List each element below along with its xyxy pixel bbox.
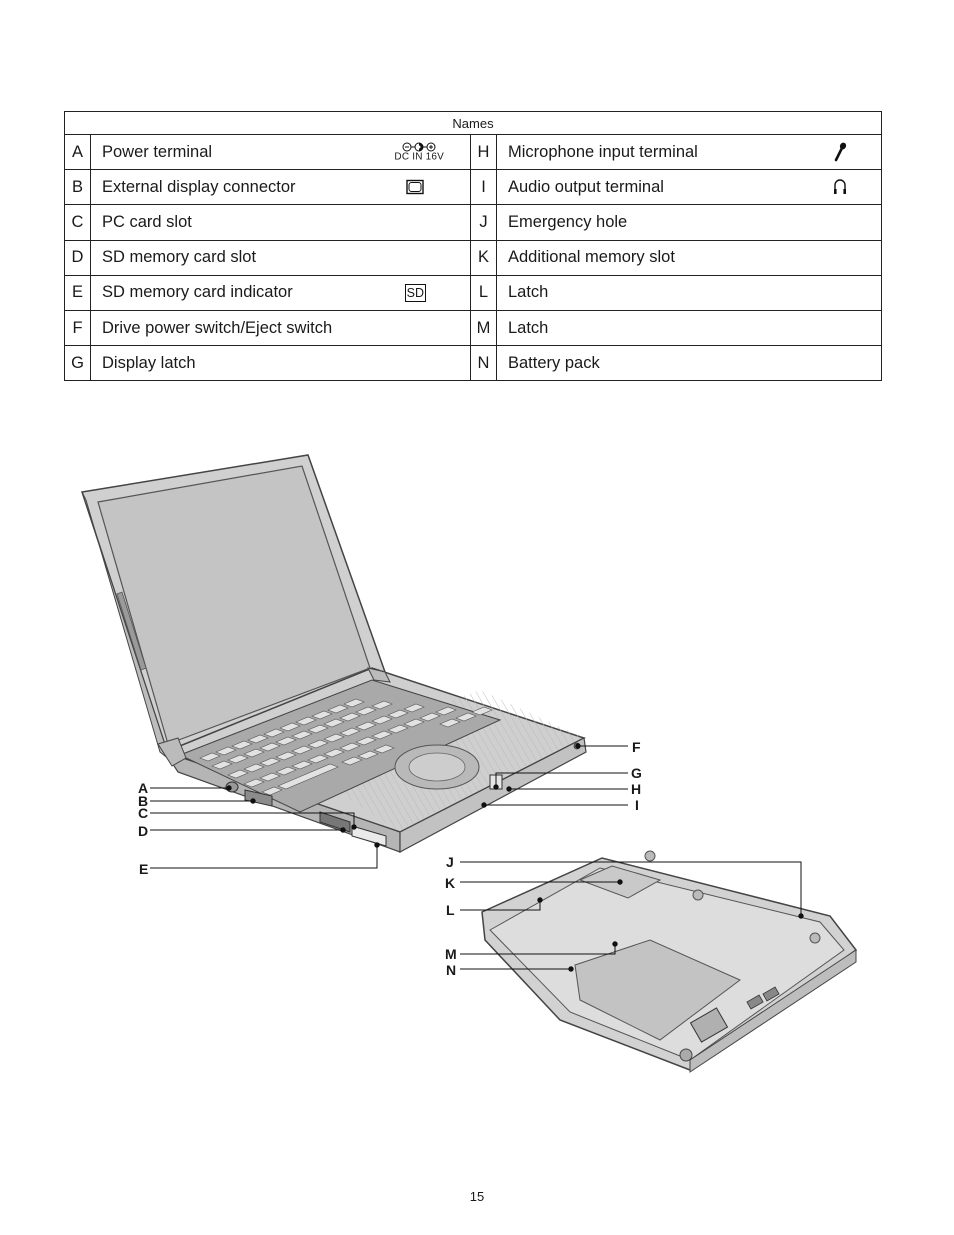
row-name-text: Power terminal (102, 142, 213, 161)
table-row: G Display latch N Battery pack (64, 345, 882, 382)
row-letter: F (64, 309, 91, 347)
table-row: E SD memory card indicator SD L Latch (64, 274, 882, 311)
row-letter: C (64, 204, 91, 241)
pc-card-slot (319, 811, 351, 833)
row-name-text: Latch (508, 283, 549, 302)
row-name: Emergency hole (496, 204, 882, 241)
table-row: B External display connector I Audio out… (64, 169, 882, 206)
laptop-front-view (81, 454, 587, 854)
battery-pack-shape (574, 939, 741, 1041)
microphone-icon (833, 142, 847, 162)
row-name-text: Emergency hole (508, 212, 628, 231)
row-letter: E (64, 274, 91, 311)
callout-i: I (635, 797, 639, 813)
row-name-text: Battery pack (508, 353, 600, 372)
laptop-diagram (81, 454, 858, 1073)
row-letter: N (470, 345, 497, 382)
callout-m: M (445, 946, 457, 962)
row-letter: J (470, 204, 497, 241)
callout-d: D (138, 823, 149, 839)
row-name: Battery pack (496, 345, 882, 382)
row-letter: K (470, 239, 497, 276)
row-name-text: Drive power switch/Eject switch (102, 318, 333, 337)
row-name: Additional memory slot (496, 239, 882, 276)
callout-l: L (446, 902, 455, 918)
callout-b: B (138, 793, 149, 809)
headphone-icon (833, 178, 847, 196)
callout-e: E (139, 861, 149, 877)
row-name-text: SD memory card slot (102, 248, 257, 267)
callout-a: A (138, 780, 149, 796)
names-table: Names A Power terminal DC IN 16V (64, 111, 882, 382)
row-name-text: Additional memory slot (508, 248, 675, 267)
table-row: D SD memory card slot K Additional memor… (64, 239, 882, 276)
row-name: Latch (496, 309, 882, 347)
row-name-text: External display connector (102, 177, 296, 196)
table-caption: Names (64, 111, 882, 135)
callout-n: N (446, 962, 457, 978)
row-letter: G (64, 345, 91, 382)
table-row: C PC card slot J Emergency hole (64, 204, 882, 241)
dc-polarity-icon: DC IN 16V (394, 142, 444, 163)
table-row: F Drive power switch/Eject switch M Latc… (64, 309, 882, 347)
row-name: Audio output terminal (496, 169, 882, 206)
row-letter: M (470, 309, 497, 347)
row-name: Drive power switch/Eject switch (90, 309, 471, 347)
row-name-text: SD memory card indicator (102, 283, 293, 302)
row-name: SD memory card indicator SD (90, 274, 471, 311)
row-name: Latch (496, 274, 882, 311)
row-letter: L (470, 274, 497, 311)
row-letter: D (64, 239, 91, 276)
row-name: Display latch (90, 345, 471, 382)
table-row: A Power terminal DC IN 16V H (64, 133, 882, 171)
row-name: PC card slot (90, 204, 471, 241)
row-letter: B (64, 169, 91, 206)
sd-card-slot (351, 825, 387, 847)
row-name: External display connector (90, 169, 471, 206)
callout-h: H (631, 781, 642, 797)
callout-j: J (446, 854, 454, 870)
row-name-text: Audio output terminal (508, 177, 664, 196)
laptop-bottom-view (481, 850, 858, 1073)
external-display-icon (406, 180, 424, 195)
callout-c: C (138, 805, 149, 821)
row-letter: A (64, 133, 91, 171)
callout-k: K (445, 875, 456, 891)
keyboard-keys (199, 698, 493, 796)
callout-g: G (631, 765, 642, 781)
row-name-text: Microphone input terminal (508, 142, 698, 161)
leader-lines (150, 743, 804, 972)
sd-card-icon: SD (404, 283, 426, 302)
row-letter: H (470, 133, 497, 171)
callout-f: F (632, 739, 641, 755)
page-number: 15 (469, 1189, 485, 1204)
row-name-text: Latch (508, 318, 549, 337)
row-name: SD memory card slot (90, 239, 471, 276)
row-name-text: Display latch (102, 353, 196, 372)
dc-in-label: DC IN 16V (394, 151, 444, 163)
row-name: Power terminal DC IN 16V (90, 133, 471, 171)
row-letter: I (470, 169, 497, 206)
row-name-text: PC card slot (102, 212, 192, 231)
sd-label: SD (406, 285, 424, 300)
row-name: Microphone input terminal (496, 133, 882, 171)
display-connector-port (244, 789, 273, 807)
